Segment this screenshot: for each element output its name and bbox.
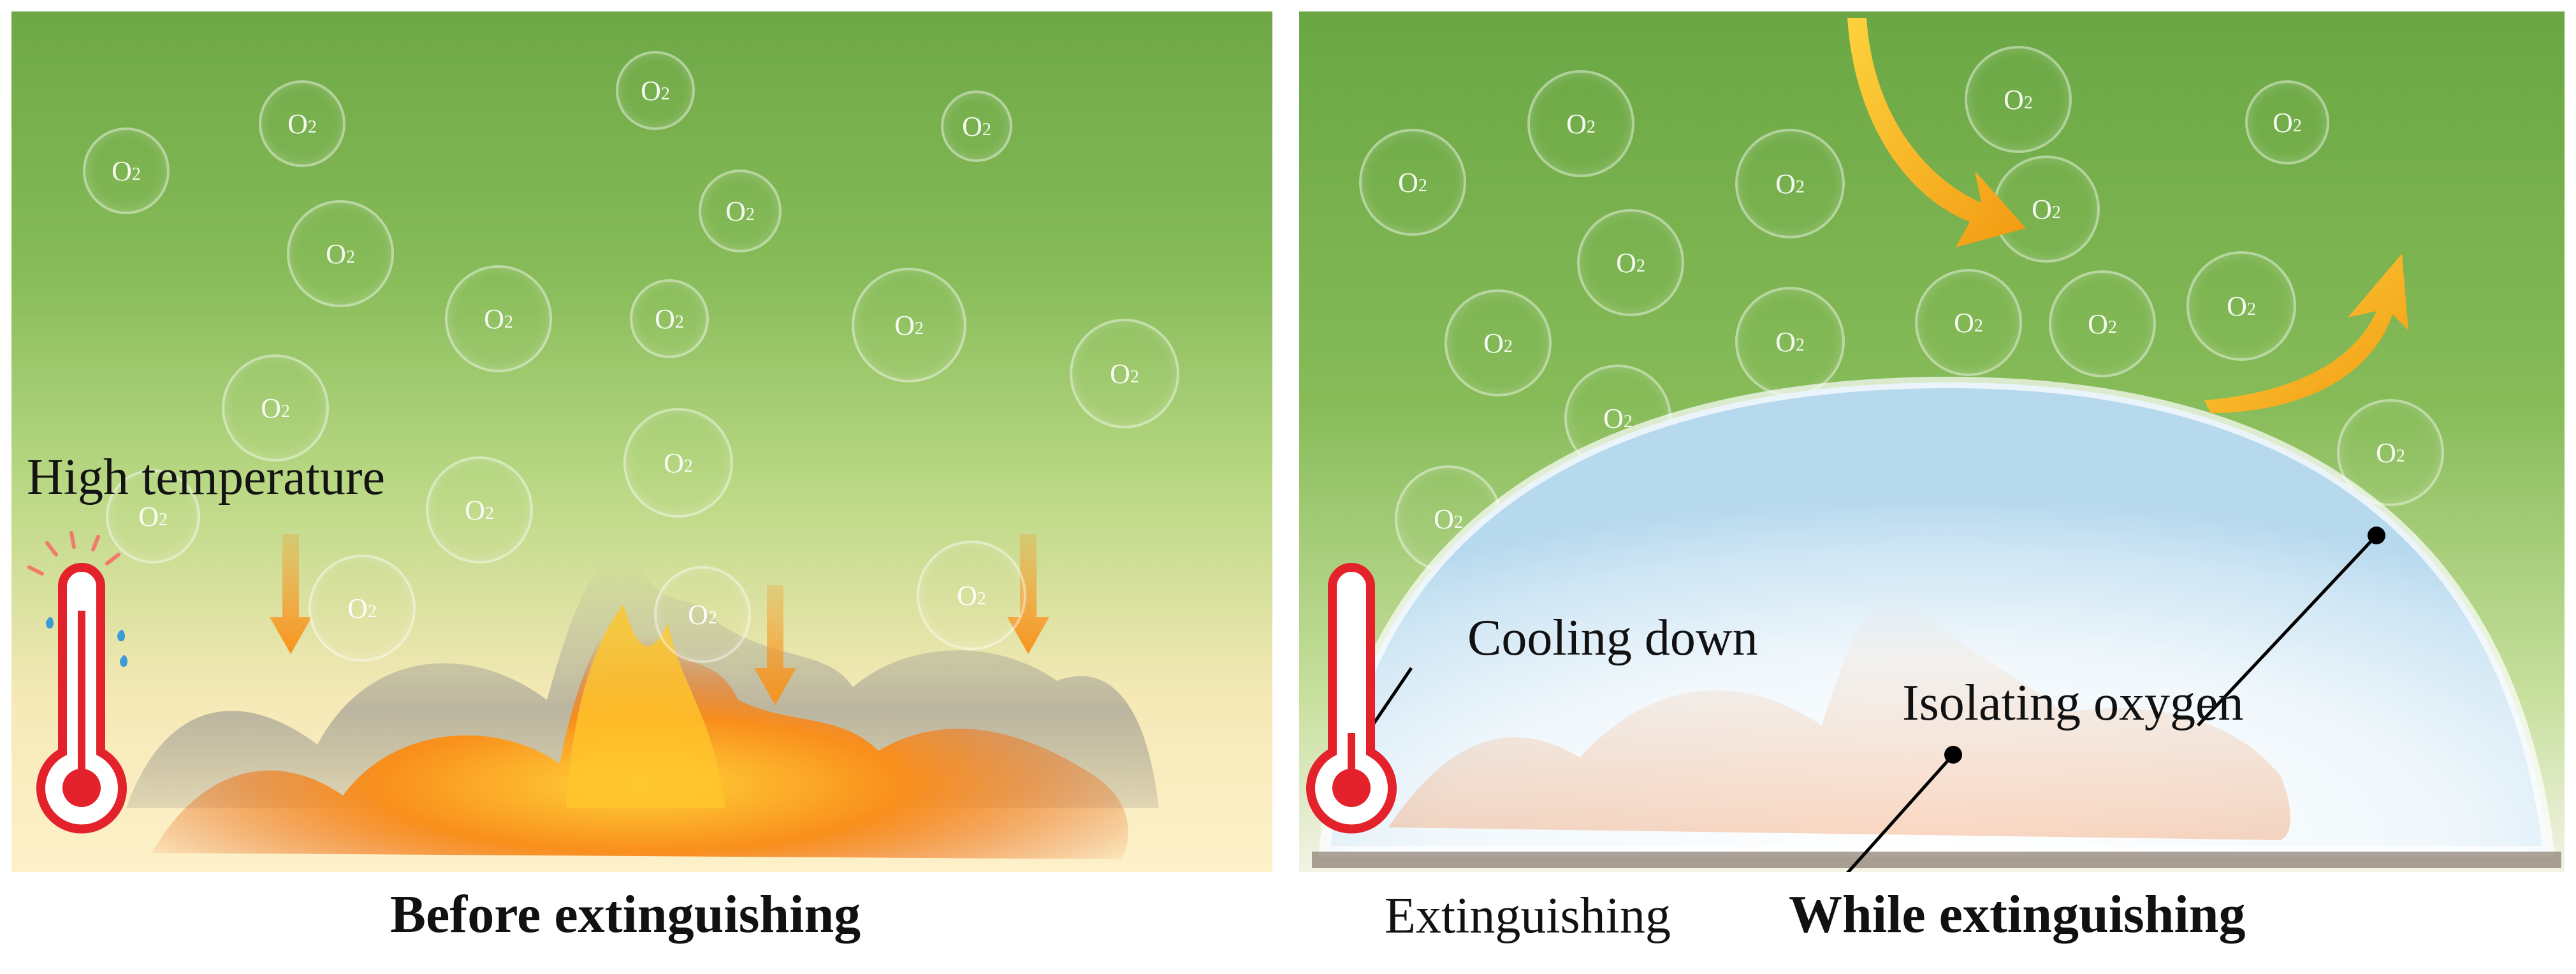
foam-dome <box>1312 376 2561 872</box>
oxygen-outflow-arrow <box>2204 254 2408 413</box>
fire-flames <box>126 559 1159 859</box>
heat-down-arrow <box>270 534 312 654</box>
thermometer-cool-icon <box>1306 563 1397 834</box>
high-temperature-label: High temperature <box>27 449 385 505</box>
cooling-down-label: Cooling down <box>1467 610 1758 666</box>
isolating-oxygen-label: Isolating oxygen <box>1902 675 2244 731</box>
thermometer-hot-icon <box>27 531 127 834</box>
oxygen-inflow-arrow <box>1847 18 2026 247</box>
while-extinguishing-caption: While extinguishing <box>1789 885 2246 944</box>
before-extinguishing-caption: Before extinguishing <box>390 885 861 944</box>
extinguishing-label: Extinguishing <box>1385 888 1671 944</box>
heat-down-arrow <box>754 585 796 705</box>
